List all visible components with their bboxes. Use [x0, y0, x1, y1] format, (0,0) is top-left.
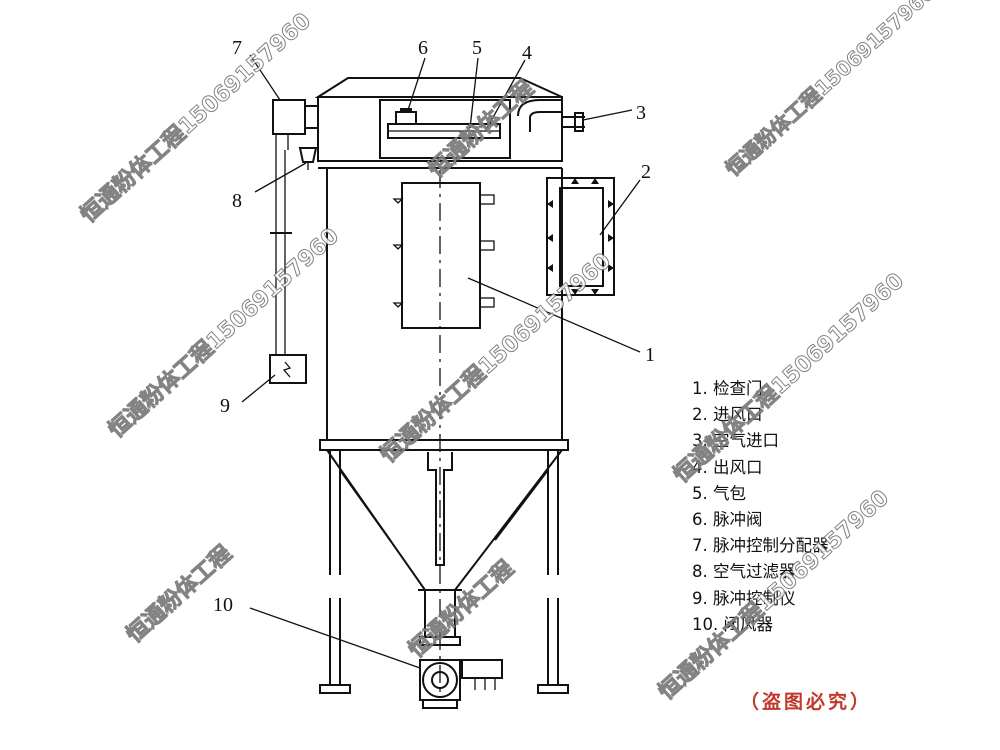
- legend-list: 1. 检查门 2. 进风口 3. 空气进口 4. 出风口 5. 气包 6. 脉冲…: [692, 376, 829, 638]
- inlet-inner: [559, 187, 604, 287]
- leg-right: [494, 450, 569, 694]
- callout-4: 4: [522, 42, 532, 64]
- air-inlet-flange: [574, 112, 584, 132]
- legend-item-3: 3. 空气进口: [692, 431, 779, 451]
- legend-item-8: 8. 空气过滤器: [692, 562, 796, 582]
- callout-10: 10: [213, 594, 233, 616]
- callout-9: 9: [220, 395, 230, 417]
- callout-1: 1: [645, 344, 655, 366]
- outlet-duct: [517, 99, 562, 117]
- callout-2: 2: [641, 161, 651, 183]
- discharge-flange: [419, 636, 461, 646]
- legend-item-6: 6. 脉冲阀: [692, 510, 763, 530]
- legend-item-1: 1. 检查门: [692, 379, 763, 398]
- legend-item-2: 2. 进风口: [692, 405, 763, 425]
- leader-lines: [241, 54, 641, 669]
- legend-item-5: 5. 气包: [692, 483, 746, 503]
- rotary-valve-rotor: [431, 671, 449, 689]
- upper-chamber: [317, 96, 563, 162]
- header-box: [379, 99, 511, 159]
- callout-8: 8: [232, 190, 242, 212]
- pulse-controller: [269, 354, 307, 384]
- controller-symbol: [282, 361, 292, 378]
- roof: [314, 77, 563, 98]
- legend-item-7: 7. 脉冲控制分配器: [692, 536, 829, 556]
- legend-item-10: 10. 闭风器: [692, 614, 773, 634]
- rotary-valve-base: [422, 699, 458, 709]
- leg-left: [319, 450, 391, 694]
- door-hinges-left: [392, 198, 404, 308]
- inspection-door: [401, 182, 481, 329]
- legend-item-9: 9. 脉冲控制仪: [692, 588, 796, 608]
- door-latches-right: [479, 194, 495, 308]
- callout-6: 6: [418, 37, 428, 59]
- distributor-motor: [304, 105, 319, 129]
- hopper-baffle: [427, 452, 453, 566]
- copyright-notice: （盗图必究）: [740, 691, 873, 713]
- hopper-flange: [319, 439, 569, 451]
- rotary-valve: [422, 662, 458, 698]
- air-filter: [298, 147, 318, 163]
- legend-item-4: 4. 出风口: [692, 457, 763, 477]
- inlet-bolts: [547, 178, 614, 295]
- callout-7: 7: [232, 37, 242, 59]
- pulse-valve-top: [400, 108, 412, 113]
- inlet-flange: [546, 177, 615, 296]
- rotary-valve-motor: [461, 659, 503, 679]
- outlet-duct-inner: [529, 111, 562, 132]
- pulse-distributor: [272, 99, 306, 135]
- rotary-valve-body: [419, 659, 461, 701]
- callout-3: 3: [636, 102, 646, 124]
- pulse-valve-body: [395, 111, 417, 125]
- callout-5: 5: [472, 37, 482, 59]
